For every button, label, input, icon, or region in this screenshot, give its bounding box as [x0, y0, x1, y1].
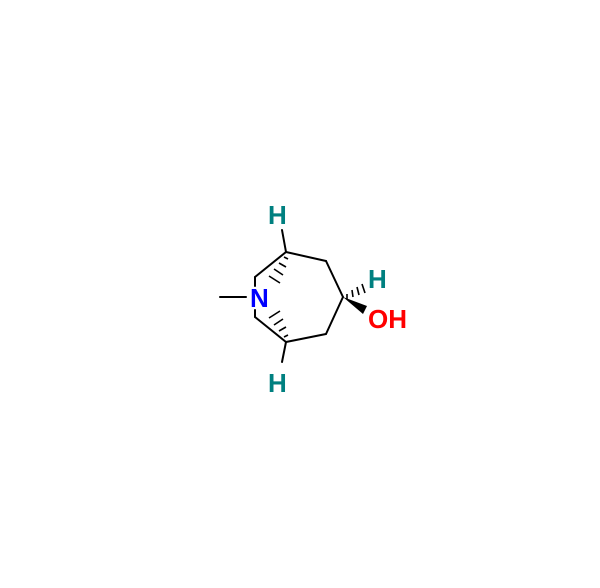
atom-oh-label: OH — [368, 304, 407, 334]
bond-c2-c3 — [325, 260, 344, 298]
bond-c7-c5 — [254, 316, 287, 343]
wedge-bond-c3-o — [343, 297, 367, 314]
hashed-bond-c1-n — [268, 256, 289, 284]
bond-c1-c6 — [254, 251, 287, 278]
atom-h-top-label: H — [268, 200, 287, 230]
bond-c1-c2 — [285, 251, 327, 262]
atom-h-bottom-label: H — [268, 368, 287, 398]
bond-c5-h — [281, 341, 287, 363]
atom-n-label: N — [250, 283, 269, 313]
bond-c1-h — [281, 229, 287, 253]
atom-h-carbinol-label: H — [368, 264, 387, 294]
bond-c3-c4 — [325, 296, 344, 335]
bond-c4-c5 — [285, 333, 327, 343]
hashed-bond-c3-h — [346, 283, 366, 299]
hashed-bond-c5-n — [268, 310, 289, 338]
